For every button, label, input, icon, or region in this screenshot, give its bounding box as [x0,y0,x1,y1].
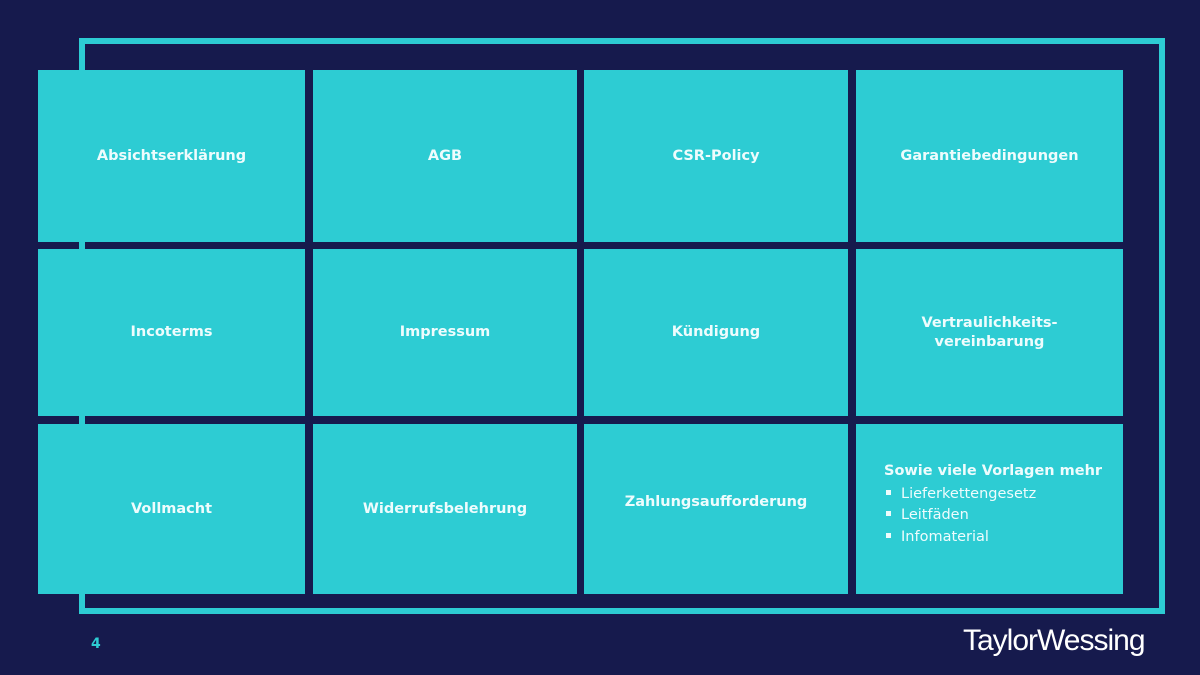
more-heading: Sowie viele Vorlagen mehr [884,463,1103,479]
tile-incoterms: Incoterms [38,249,305,416]
tile-label: Vollmacht [130,500,213,517]
list-item: Leitfäden [884,505,1102,527]
tile-label: Absichtserklärung [96,147,247,164]
page-number: 4 [91,636,101,652]
tile-garantiebedingungen: Garantiebedingungen [856,70,1123,242]
tile-label: Impressum [399,324,491,341]
list-item: Infomaterial [884,527,1102,549]
tile-kuendigung: Kündigung [584,249,848,416]
tile-impressum: Impressum [313,249,577,416]
tile-zahlungsaufforderung: Zahlungsaufforderung [584,424,848,594]
more-list: Lieferkettengesetz Leitfäden Infomateria… [884,484,1102,549]
tile-label: CSR-Policy [672,147,760,164]
tile-agb: AGB [313,70,577,242]
tile-label: Incoterms [130,324,213,341]
tile-label: Garantiebedingungen [900,147,1079,164]
tile-csr-policy: CSR-Policy [584,70,848,242]
taylorwessing-logo: TaylorWessing [963,624,1146,657]
tile-more-templates: Sowie viele Vorlagen mehr Lieferkettenge… [856,424,1123,594]
tile-widerrufsbelehrung: Widerrufsbelehrung [313,424,577,594]
tile-vollmacht: Vollmacht [38,424,305,594]
tile-label: Zahlungsaufforderung [624,493,808,510]
list-item: Lieferkettengesetz [884,484,1102,506]
tile-label: AGB [427,147,463,164]
tile-label: Vertraulichkeits- vereinbarung [921,314,1058,350]
tile-absichtserklaerung: Absichtserklärung [38,70,305,242]
tile-label: Widerrufsbelehrung [362,500,528,517]
tile-label: Kündigung [671,324,761,341]
tile-vertraulichkeitsvereinbarung: Vertraulichkeits- vereinbarung [856,249,1123,416]
